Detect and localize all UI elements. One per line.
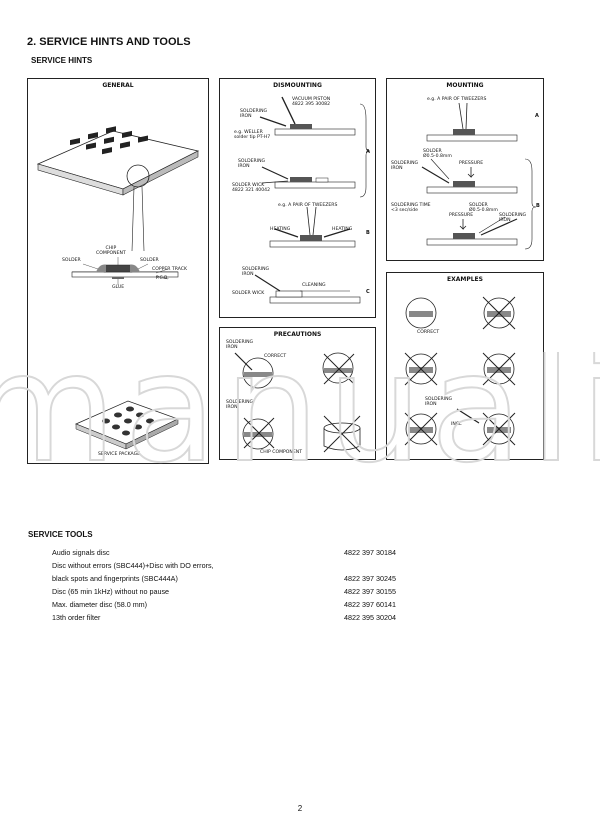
service-hints-title: SERVICE HINTS <box>31 56 93 65</box>
tool-code: 4822 395 30204 <box>344 613 396 622</box>
page-number: 2 <box>297 804 303 813</box>
tool-name: 13th order filter <box>52 613 101 622</box>
examples-title: EXAMPLES <box>447 276 483 283</box>
tool-name: Max. diameter disc (58.0 mm) <box>52 600 148 609</box>
label-soldering-iron-d2: SOLDERING IRON <box>238 159 266 169</box>
tool-row: Disc (65 min 1kHz) without no pause 4822… <box>52 587 412 599</box>
dismount-step-c: C <box>366 289 370 295</box>
label-solder-m2: SOLDER Ø0.5-0.8mm <box>469 203 498 213</box>
mounting-panel: MOUNTING e.g. A PAIR OF TWEEZERS SOLDER … <box>386 78 544 261</box>
label-weller: e.g. WELLER solder tip PT-H7 <box>234 130 271 140</box>
label-soldering-time: SOLDERING TIME <3 sec/side <box>391 203 431 213</box>
tool-row: Max. diameter disc (58.0 mm) 4822 397 60… <box>52 600 412 612</box>
label-solder-m1: SOLDER Ø0.5-0.8mm <box>423 149 452 159</box>
general-title: GENERAL <box>102 82 134 89</box>
label-soldering-iron-m1: SOLDERING IRON <box>391 161 419 171</box>
label-chip-component: CHIP COMPONENT <box>96 246 126 256</box>
label-pressure-m1: PRESSURE <box>459 161 484 166</box>
tool-name: Audio signals disc <box>52 548 110 557</box>
precautions-title: PRECAUTIONS <box>273 331 322 338</box>
label-glue: GLUE <box>112 285 125 290</box>
label-soldering-iron-p2: SOLDERING IRON <box>226 400 254 410</box>
mount-step-a: A <box>535 113 539 119</box>
dismounting-title: DISMOUNTING <box>273 82 322 89</box>
tool-code: 4822 397 60141 <box>344 600 396 609</box>
general-panel: GENERAL <box>27 78 209 464</box>
mounting-title: MOUNTING <box>446 82 484 89</box>
examples-panel: EXAMPLES CORRECT SOLDERING IRON INCL <box>386 272 544 460</box>
tool-row: Disc without errors (SBC444)+Disc with D… <box>52 561 412 573</box>
label-soldering-iron-p1: SOLDERING IRON <box>226 340 254 350</box>
service-tools-title: SERVICE TOOLS <box>28 530 93 539</box>
tool-name: Disc without errors (SBC444)+Disc with D… <box>52 561 214 570</box>
label-tweezers-d: e.g. A PAIR OF TWEEZERS <box>278 203 338 208</box>
section-title: 2. SERVICE HINTS AND TOOLS <box>27 36 191 48</box>
label-pcb: P.C.B. <box>156 276 169 281</box>
tool-name: Disc (65 min 1kHz) without no pause <box>52 587 170 596</box>
label-incl: INCL <box>451 422 462 427</box>
label-correct-e: CORRECT <box>417 330 440 335</box>
tool-code: 4822 397 30245 <box>344 574 396 583</box>
label-tweezers-m: e.g. A PAIR OF TWEEZERS <box>427 97 487 102</box>
label-copper-track: COPPER TRACK <box>152 267 188 272</box>
tool-row: black spots and fingerprints (SBC444A) 4… <box>52 574 412 586</box>
label-pressure-m2: PRESSURE <box>449 213 474 218</box>
dismounting-panel: DISMOUNTING VACUUM PISTON 4822 395 30082… <box>219 78 376 318</box>
tool-row: 13th order filter 4822 395 30204 <box>52 613 412 625</box>
dismounting-illustration <box>254 96 371 304</box>
label-solder-right: SOLDER <box>140 258 159 263</box>
label-cleaning: CLEANING <box>302 283 326 288</box>
label-soldering-iron-e: SOLDERING IRON <box>425 397 453 407</box>
dismount-step-b: B <box>366 230 370 236</box>
general-illustration <box>36 126 200 450</box>
label-solder-wick-d2: SOLDER WICK <box>232 291 265 296</box>
label-soldering-iron-d3: SOLDERING IRON <box>242 267 270 277</box>
label-soldering-iron-d1: SOLDERING IRON <box>240 109 268 119</box>
tool-name: black spots and fingerprints (SBC444A) <box>52 574 178 583</box>
mounting-illustration <box>421 102 537 250</box>
precautions-panel: PRECAUTIONS SOLDERING IRON CORRECT SOLDE… <box>219 327 376 460</box>
precautions-illustration <box>234 352 361 453</box>
label-service-package: SERVICE PACKAGE <box>98 452 141 457</box>
tool-code: 4822 397 30155 <box>344 587 396 596</box>
label-heating-left: HEATING <box>270 227 291 232</box>
label-soldering-iron-m2: SOLDERING IRON <box>499 213 527 223</box>
dismount-step-a: A <box>366 149 370 155</box>
examples-illustration <box>404 296 516 446</box>
label-solder-left: SOLDER <box>62 258 81 263</box>
label-solder-wick-d1: SOLDER WICK 4822 321 40042 <box>232 183 270 193</box>
mount-step-b: B <box>536 203 540 209</box>
label-chip-component-p: CHIP COMPONENT <box>260 450 303 455</box>
tool-code: 4822 397 30184 <box>344 548 396 557</box>
label-vacuum-piston: VACUUM PISTON 4822 395 30082 <box>292 97 331 107</box>
label-correct-p: CORRECT <box>264 354 287 359</box>
tool-row: Audio signals disc 4822 397 30184 <box>52 548 412 560</box>
label-heating-right: HEATING <box>332 227 353 232</box>
